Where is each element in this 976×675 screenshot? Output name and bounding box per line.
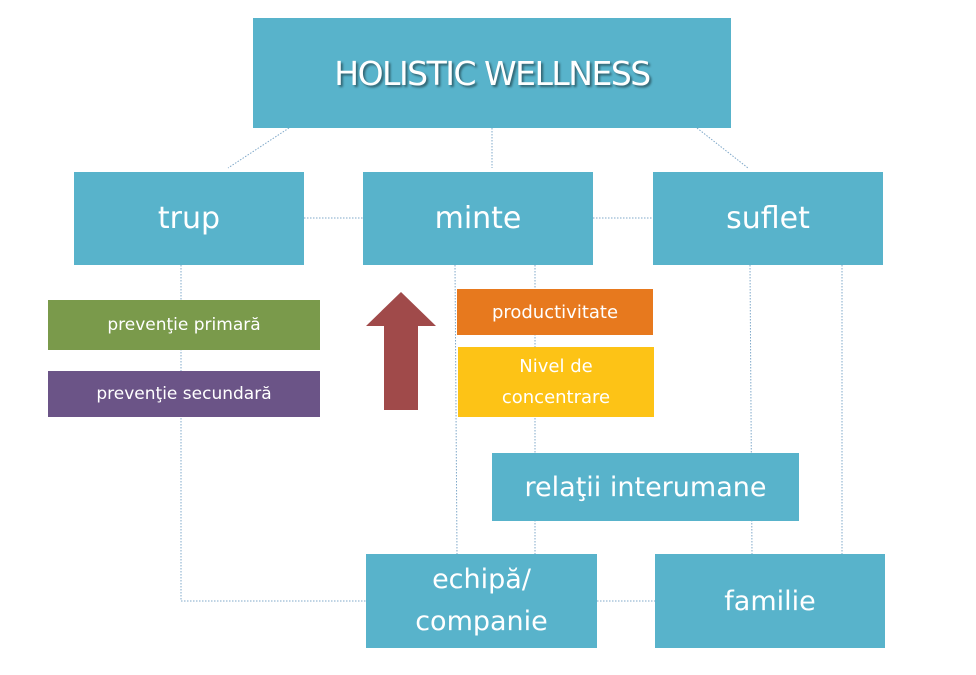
diagram-title: HOLISTIC WELLNESS xyxy=(334,53,651,93)
node-minte: minte xyxy=(363,172,593,265)
title-box: HOLISTIC WELLNESS xyxy=(253,18,731,128)
tag-productivity: productivitate xyxy=(457,289,653,335)
up-arrow-icon xyxy=(366,292,436,410)
tag-concentration-level: Nivel de concentrare xyxy=(458,347,654,417)
node-trup: trup xyxy=(74,172,304,265)
node-interpersonal-relations: relaţii interumane xyxy=(492,453,799,521)
node-team-company: echipă/ companie xyxy=(366,554,597,648)
tag-secondary-prevention: prevenţie secundară xyxy=(48,371,320,417)
node-family: familie xyxy=(655,554,885,648)
tag-primary-prevention: prevenţie primară xyxy=(48,300,320,350)
node-suflet: suflet xyxy=(653,172,883,265)
